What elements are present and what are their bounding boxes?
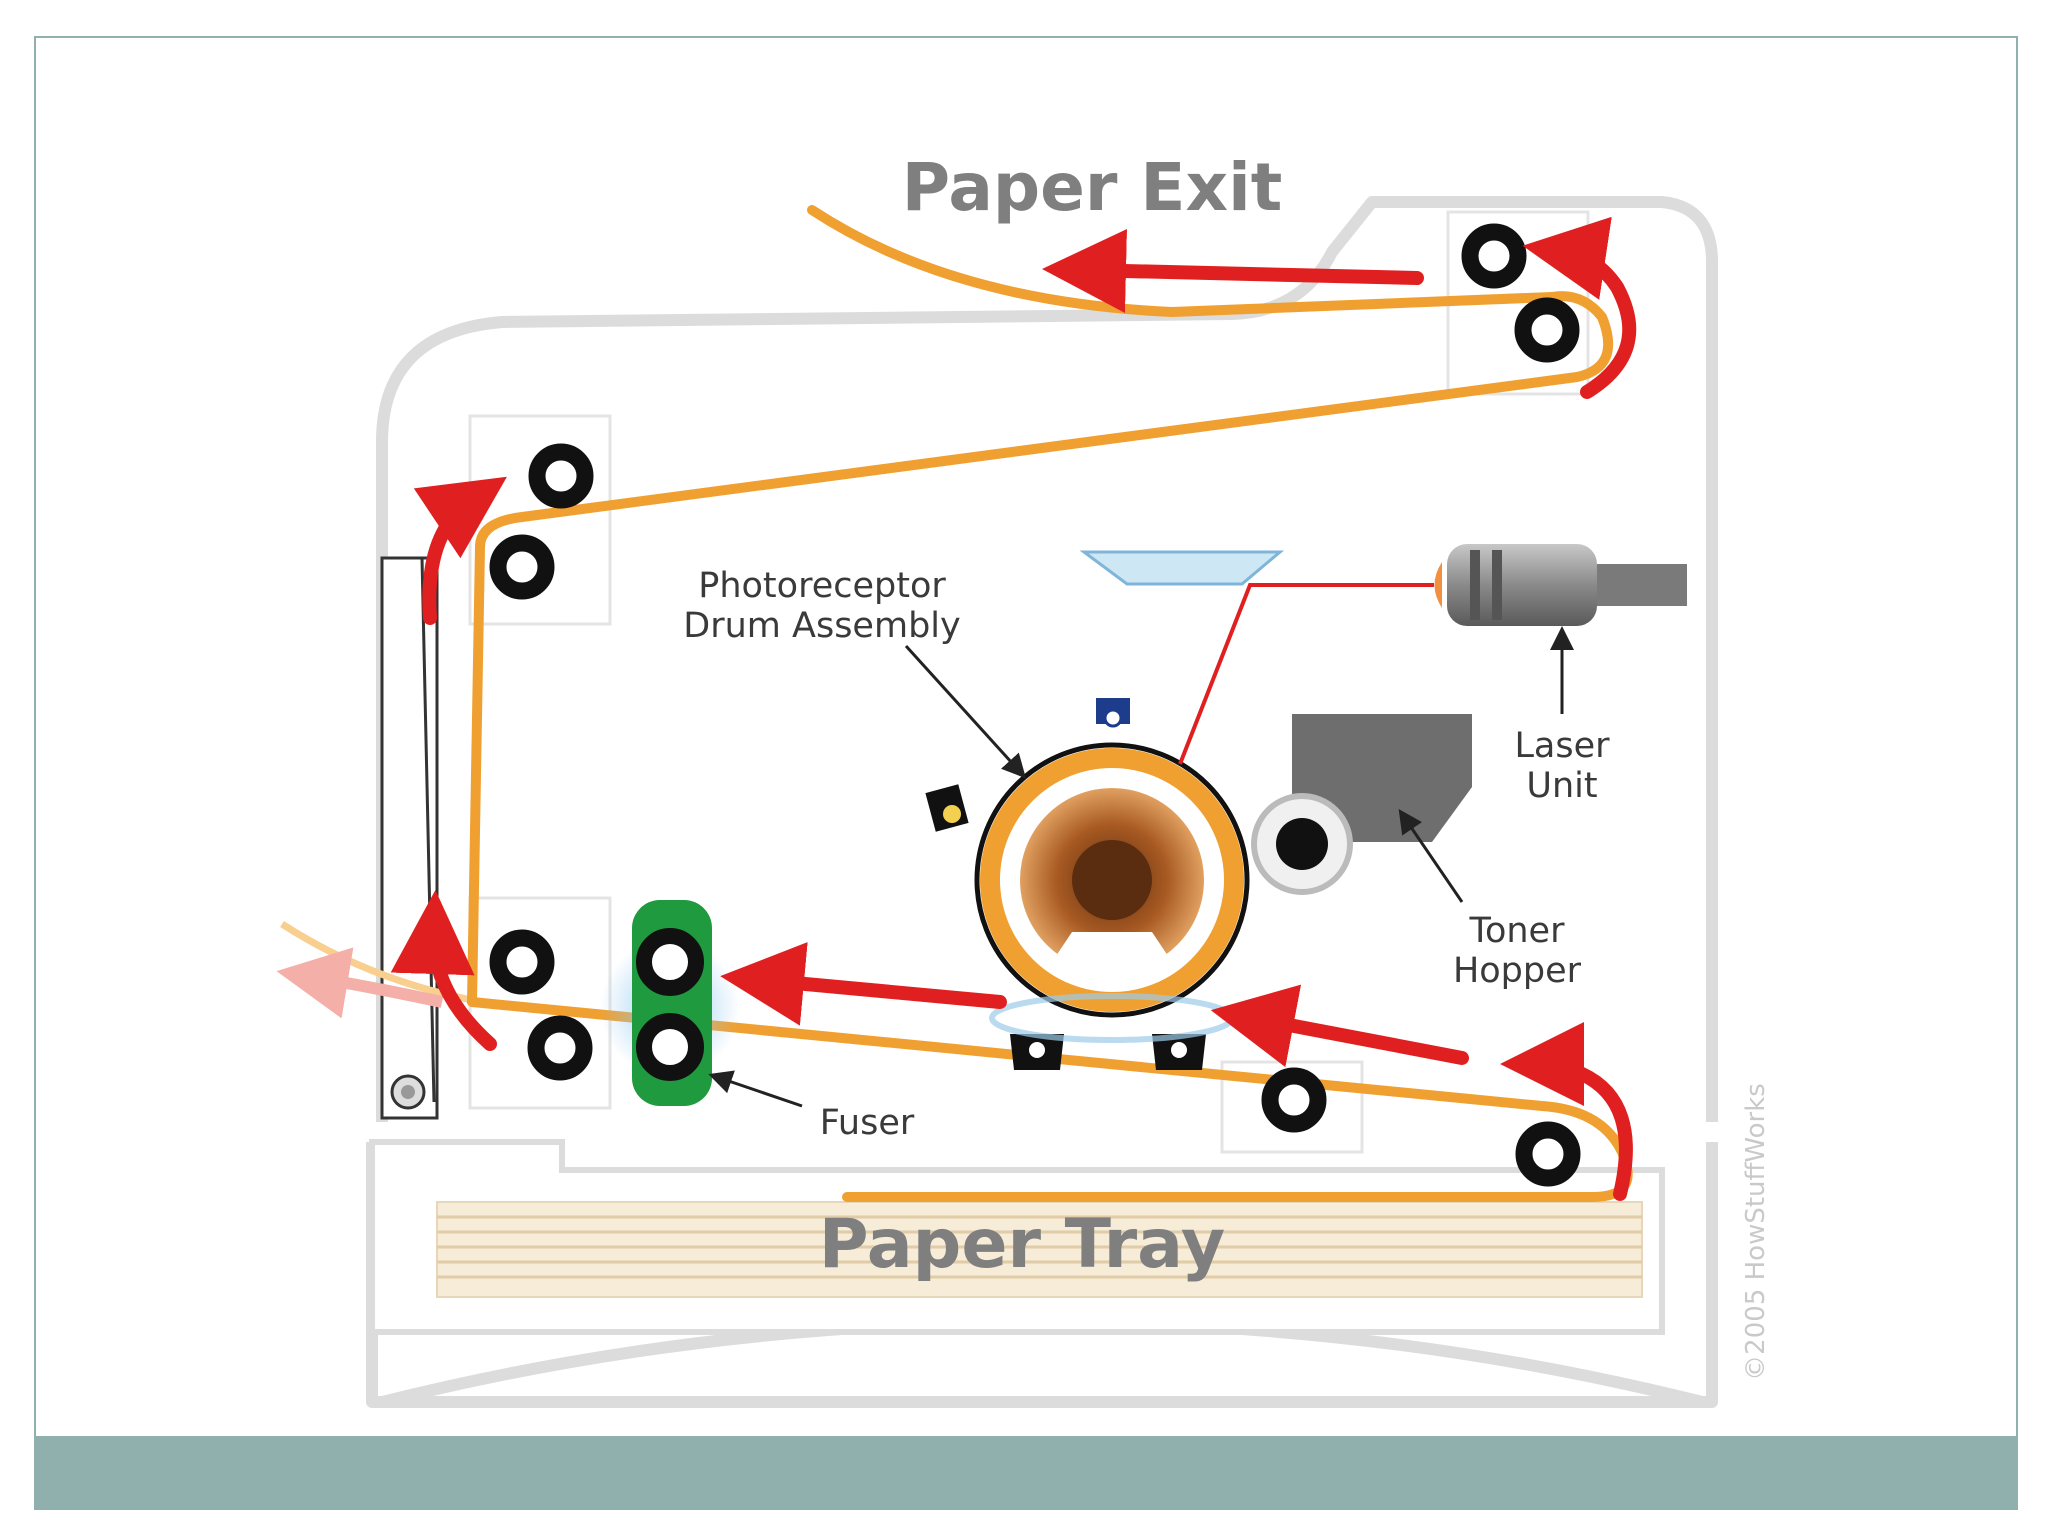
duplex-guide [380,556,439,1120]
roller-icon [489,534,555,600]
photoreceptor-drum-assembly [925,698,1250,1070]
slide-frame: Paper Tray [34,36,2018,1510]
roller-icons [489,223,1581,1187]
drum-label-line1: Photoreceptor [698,566,946,606]
mirror-prism [1079,550,1285,586]
toner-label-line1: Toner [1469,911,1566,951]
direction-arrows [390,216,1637,1201]
fuser-assembly [600,900,740,1106]
leader-lines [708,626,1574,1108]
arrow-icon [1042,229,1424,313]
laser-label-line2: Unit [1526,766,1597,806]
arrow-icon [413,476,507,625]
printer-diagram: Paper Tray [276,149,1771,1408]
laser-label-line1: Laser [1514,726,1610,766]
laser-unit [1434,544,1687,626]
roller-icon [1515,1121,1581,1187]
roller-icon [1261,1067,1327,1133]
arrow-icon [720,942,1007,1026]
arrow-icon [390,890,497,1051]
roller-icon [1514,297,1580,363]
roller-icon [489,929,555,995]
paper-exit-label: Paper Exit [902,149,1283,226]
paper-tray: Paper Tray [369,1139,1665,1335]
footer-bar [36,1436,2016,1508]
arrow-icon [1500,1022,1633,1201]
arrow-icon [1522,216,1637,399]
arrow-icon [1210,984,1469,1068]
fuser-roller-icon [636,928,704,1081]
copyright-text: ©2005 HowStuffWorks [1741,1083,1771,1381]
roller-icon [527,1015,593,1081]
laser-beam [1178,583,1434,765]
roller-icon [528,443,594,509]
drum-label-line2: Drum Assembly [683,606,960,646]
fuser-label: Fuser [820,1103,915,1143]
toner-hopper [1251,714,1472,895]
toner-label-line2: Hopper [1453,951,1582,991]
paper-tray-label: Paper Tray [819,1205,1225,1284]
roller-icon [1461,223,1527,289]
